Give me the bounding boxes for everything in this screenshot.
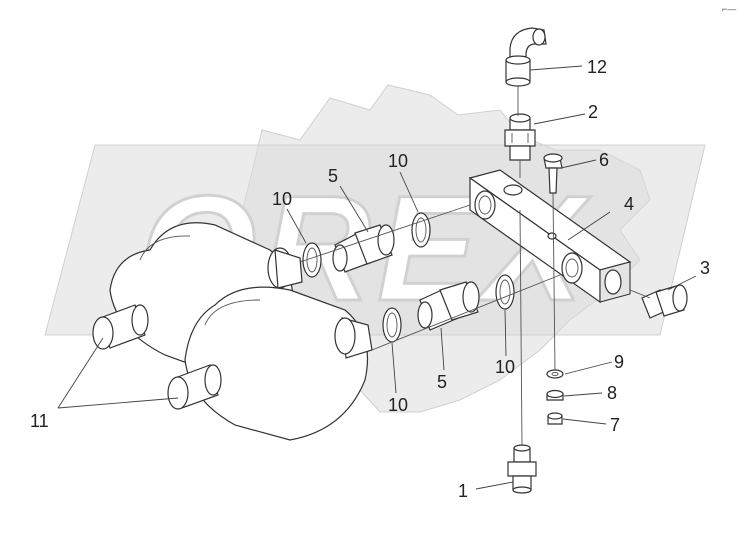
adapter-fitting-top [504, 113, 536, 161]
callout-10-lower-right: 10 [495, 357, 515, 377]
callout-10-lower-left: 10 [388, 395, 408, 415]
fitting-upper [332, 224, 395, 273]
callout-10-top-left: 10 [272, 189, 292, 209]
o-ring-2 [411, 212, 431, 248]
callout-2: 2 [588, 102, 598, 122]
callout-9: 9 [614, 352, 624, 372]
callout-10-top-right: 10 [388, 151, 408, 171]
accumulator-lower [167, 286, 373, 441]
callout-1: 1 [458, 481, 468, 501]
manifold-block [468, 169, 632, 304]
washer [546, 369, 564, 379]
o-ring-4 [495, 274, 515, 310]
corner-mark: ⌐— [722, 4, 736, 14]
callout-7: 7 [610, 415, 620, 435]
callout-11: 11 [30, 411, 49, 431]
callout-4: 4 [624, 194, 634, 214]
callout-8: 8 [607, 383, 617, 403]
adapter-fitting-bottom [507, 444, 537, 494]
callout-12: 12 [587, 57, 607, 77]
o-ring-1 [302, 242, 322, 278]
callout-labels: 12 2 6 4 3 5 10 10 5 10 10 9 8 7 11 1 [30, 57, 710, 501]
cap-nut [547, 412, 563, 425]
callout-5-lower: 5 [437, 372, 447, 392]
leader-lines [57, 65, 697, 490]
callout-6: 6 [599, 150, 609, 170]
callout-3: 3 [700, 258, 710, 278]
elbow-fitting [505, 27, 547, 87]
o-rings [302, 212, 515, 343]
callout-5-upper: 5 [328, 166, 338, 186]
assembly-axes [299, 86, 651, 447]
bolt [543, 153, 563, 194]
nut [546, 389, 564, 401]
